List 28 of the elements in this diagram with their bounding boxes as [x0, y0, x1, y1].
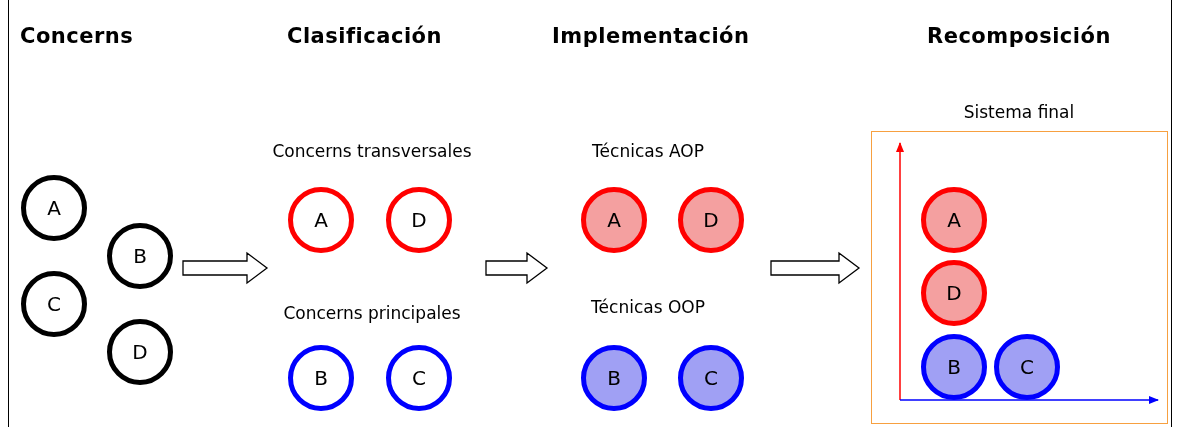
circle-node: A — [21, 175, 87, 241]
circle-node: A — [921, 187, 987, 253]
circle-node: C — [386, 345, 452, 411]
circle-node: C — [678, 345, 744, 411]
circle-node: B — [288, 345, 354, 411]
block-arrow — [485, 251, 549, 285]
circle-node: B — [581, 345, 647, 411]
stage-heading: Implementación — [552, 24, 750, 48]
block-arrow — [182, 251, 269, 285]
circle-node: B — [921, 334, 987, 400]
circle-node: B — [107, 223, 173, 289]
circle-node: C — [994, 334, 1060, 400]
block-arrow — [770, 251, 861, 285]
group-heading: Concerns principales — [283, 303, 461, 323]
stage-heading: Clasificación — [287, 24, 442, 48]
circle-node: D — [107, 319, 173, 385]
group-heading: Sistema final — [963, 102, 1075, 122]
group-heading: Técnicas AOP — [592, 141, 704, 161]
circle-node: A — [288, 187, 354, 253]
circle-node: A — [581, 187, 647, 253]
circle-node: C — [21, 271, 87, 337]
group-heading: Técnicas OOP — [591, 297, 705, 317]
circle-node: D — [678, 187, 744, 253]
circle-node: D — [921, 260, 987, 326]
stage-heading: Recomposición — [927, 24, 1111, 48]
stage-heading: Concerns — [20, 24, 134, 48]
circle-node: D — [386, 187, 452, 253]
group-heading: Concerns transversales — [272, 141, 472, 161]
